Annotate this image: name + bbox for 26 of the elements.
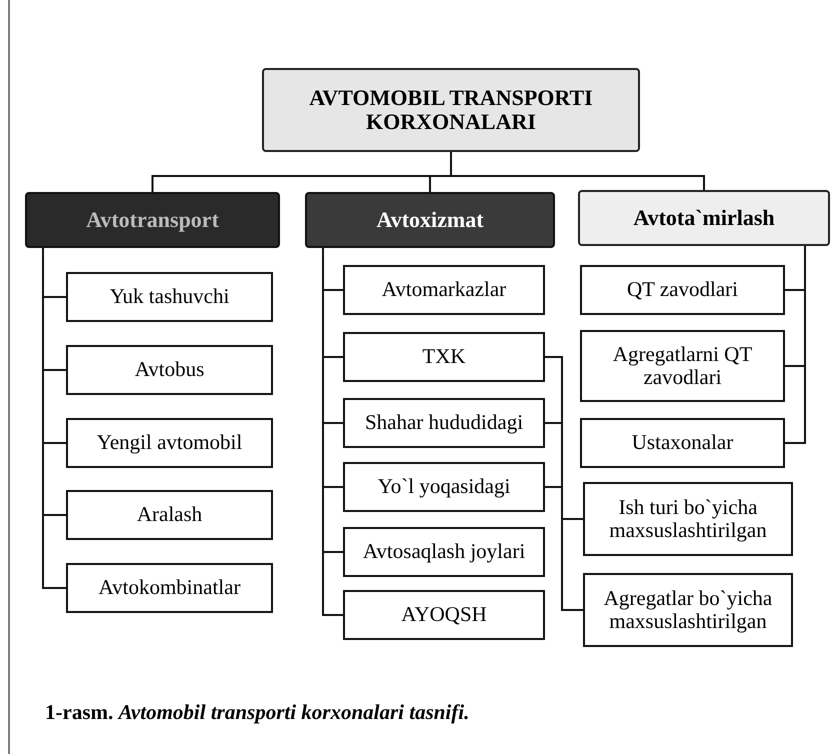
item-box: Agregatlarni QT zavodlari bbox=[580, 330, 785, 402]
item-box: Avtokombinatlar bbox=[66, 563, 273, 613]
item-box: Aralash bbox=[66, 490, 273, 540]
item-box: Avtobus bbox=[66, 345, 273, 395]
item-box: Yo`l yoqasidagi bbox=[343, 462, 545, 512]
figure-caption: 1-rasm. Avtomobil transporti korxonalari tasnifi. bbox=[45, 699, 470, 726]
category-box: Avtoxizmat bbox=[305, 192, 555, 248]
connector-line bbox=[450, 152, 705, 190]
item-box: TXK bbox=[343, 332, 545, 382]
item-box: Ustaxonalar bbox=[580, 418, 785, 468]
item-box: QT zavodlari bbox=[580, 265, 785, 315]
category-box: Avtotransport bbox=[25, 192, 280, 248]
connector-line bbox=[545, 486, 583, 611]
item-box: Avtomarkazlar bbox=[343, 265, 545, 315]
item-box: Shahar hududidagi bbox=[343, 398, 545, 448]
item-box: Avtosaqlash joylari bbox=[343, 527, 545, 577]
item-box: Agregatlar bo`yicha maxsuslashtirilgan bbox=[583, 573, 793, 647]
category-box: Avtota`mirlash bbox=[578, 190, 830, 246]
connector-line bbox=[42, 248, 66, 589]
connector-line bbox=[785, 246, 806, 444]
category-box: AVTOMOBIL TRANSPORTI KORXONALARI bbox=[262, 68, 640, 152]
item-box: Ish turi bo`yicha maxsuslashtirilgan bbox=[583, 482, 793, 556]
connector-line bbox=[322, 248, 343, 616]
item-box: AYOQSH bbox=[343, 590, 545, 640]
item-box: Yengil avtomobil bbox=[66, 418, 273, 468]
item-box: Yuk tashuvchi bbox=[66, 272, 273, 322]
